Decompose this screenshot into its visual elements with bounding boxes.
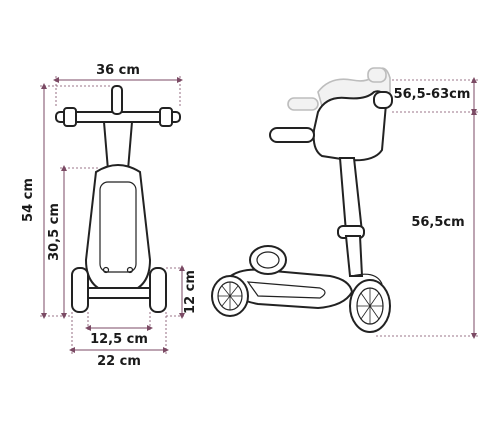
front-deck-body bbox=[84, 164, 152, 296]
side-steering-column bbox=[338, 157, 364, 233]
front-view-scooter bbox=[55, 85, 181, 313]
label-rear-outer-width: 22 cm bbox=[97, 354, 141, 369]
side-lower-column bbox=[344, 235, 364, 277]
label-handle-range: 56,5-63cm bbox=[394, 87, 471, 102]
label-rear-inner-width: 12,5 cm bbox=[90, 332, 148, 347]
front-rear-wheel-left bbox=[71, 267, 89, 313]
side-view-dimensions: 56,5-63cm 56,5cm bbox=[376, 77, 478, 339]
label-front-width: 36 cm bbox=[96, 63, 140, 78]
front-view-dimensions: 36 cm 54 cm 30,5 cm 12 cm 12,5 cm 22 cm bbox=[21, 63, 198, 369]
label-side-height: 56,5cm bbox=[411, 215, 464, 230]
label-wheel-height: 12 cm bbox=[183, 270, 198, 314]
front-grip-right bbox=[159, 107, 173, 127]
front-stem-top bbox=[111, 85, 123, 115]
front-deck-pad bbox=[99, 181, 137, 273]
side-front-fork bbox=[351, 273, 383, 285]
side-grip-ghost-left bbox=[287, 97, 319, 111]
side-grip-right bbox=[373, 91, 393, 109]
side-view-scooter bbox=[211, 67, 393, 333]
side-deck-pad bbox=[246, 281, 326, 299]
front-steering-column bbox=[102, 121, 134, 171]
side-grip-ghost-right bbox=[367, 67, 387, 83]
front-rear-axle bbox=[79, 287, 157, 299]
label-deck-height: 30,5 cm bbox=[47, 203, 62, 261]
label-total-height: 54 cm bbox=[21, 178, 36, 222]
side-rear-wheel-far bbox=[249, 245, 287, 275]
front-rear-wheel-right bbox=[149, 267, 167, 313]
front-grip-left bbox=[63, 107, 77, 127]
side-grip-left bbox=[269, 127, 315, 143]
